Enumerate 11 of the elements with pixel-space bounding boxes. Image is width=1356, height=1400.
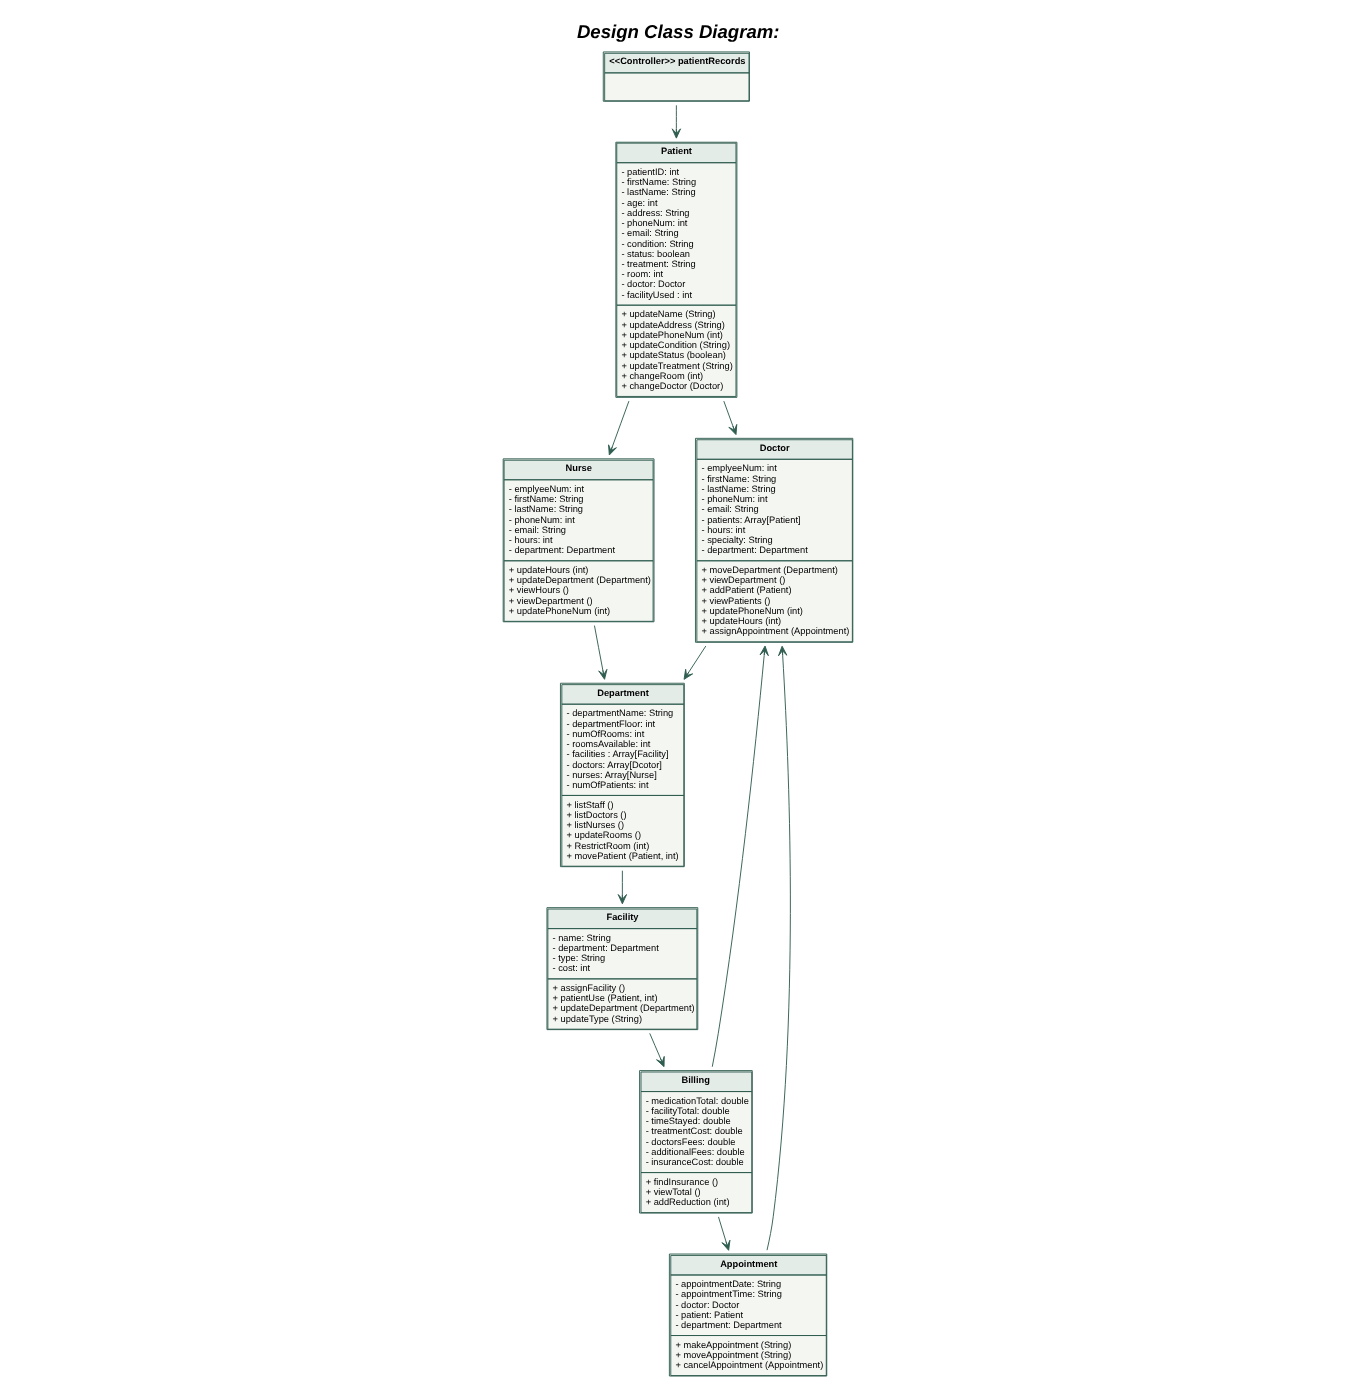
arrow (594, 625, 608, 680)
arrow (608, 400, 630, 456)
diagram-title: Design Class Diagram: (576, 21, 780, 42)
arrow (683, 645, 707, 680)
arrow (766, 645, 791, 1251)
arrow (718, 1216, 731, 1251)
arrow (671, 104, 682, 139)
arrow (723, 400, 738, 436)
arrow (617, 870, 627, 905)
arrow (711, 645, 769, 1068)
arrow (649, 1032, 665, 1068)
